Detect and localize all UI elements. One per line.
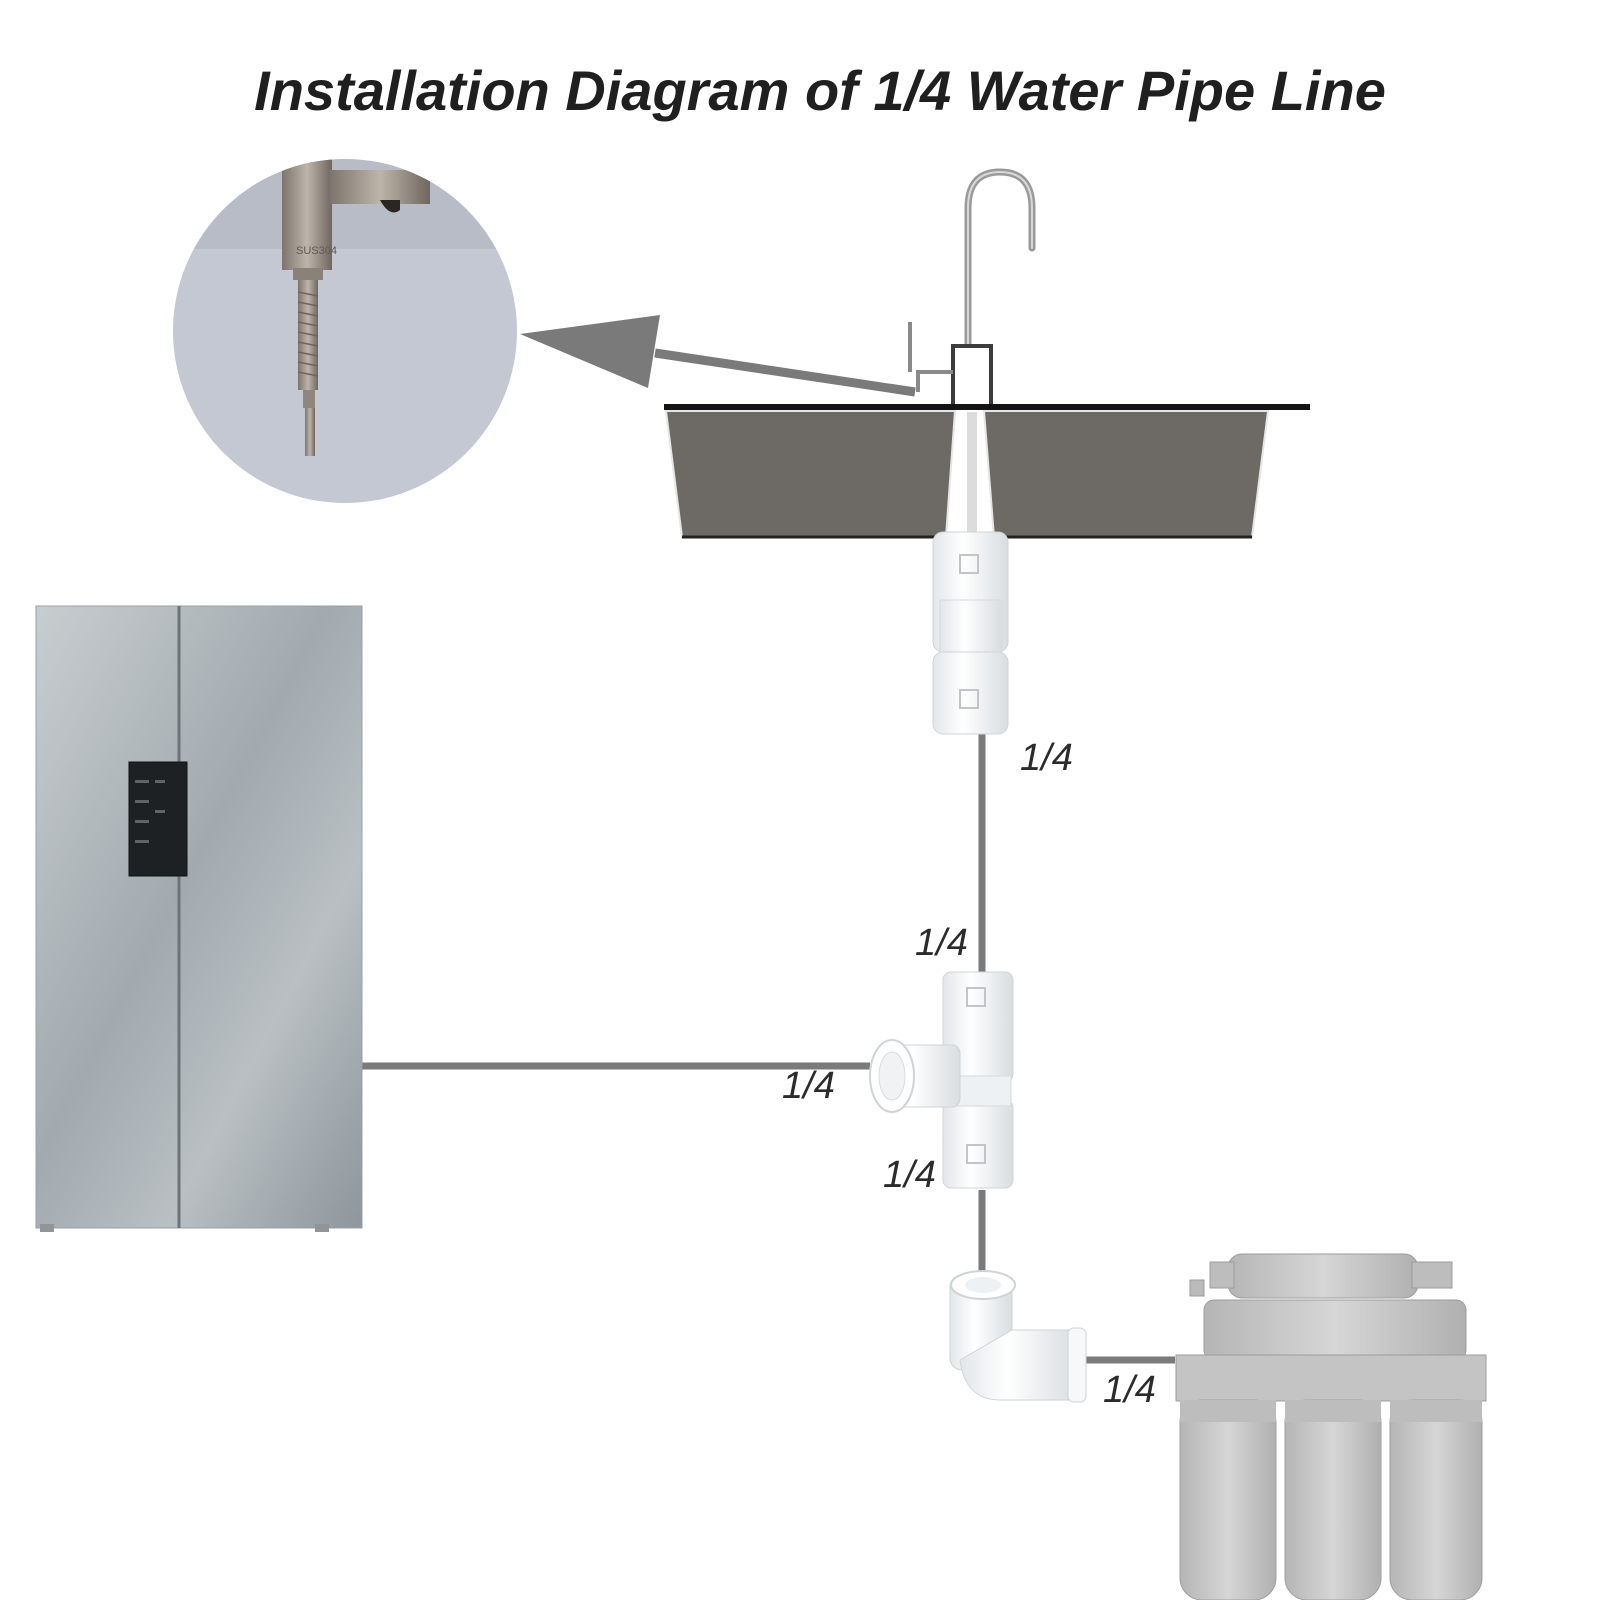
water-pipes [362, 412, 1175, 1364]
pipe-size-labels: 1/4 1/4 1/4 1/4 1/4 [782, 737, 1156, 1411]
elbow-connector [949, 1270, 1087, 1403]
double-bowl-sink [664, 404, 1310, 539]
side-by-side-refrigerator [35, 605, 363, 1232]
diagram-title: Installation Diagram of 1/4 Water Pipe L… [254, 59, 1386, 122]
tee-connector [869, 971, 1014, 1189]
pipe-size-label-tee-bottom: 1/4 [883, 1154, 936, 1196]
straight-union-connector [932, 531, 1009, 735]
gooseneck-faucet [908, 168, 1036, 408]
pipe-size-label-tee-left: 1/4 [782, 1065, 835, 1107]
ro-filter-system [1175, 1253, 1487, 1600]
detail-arrow [520, 315, 916, 397]
pipe-size-label-upper: 1/4 [1020, 737, 1073, 779]
pipe-size-label-filter: 1/4 [1103, 1369, 1156, 1411]
pipe-size-label-tee-top: 1/4 [915, 922, 968, 964]
faucet-thread-detail-inset: SUS304 [173, 159, 517, 503]
faucet-stamp-text: SUS304 [296, 245, 337, 257]
